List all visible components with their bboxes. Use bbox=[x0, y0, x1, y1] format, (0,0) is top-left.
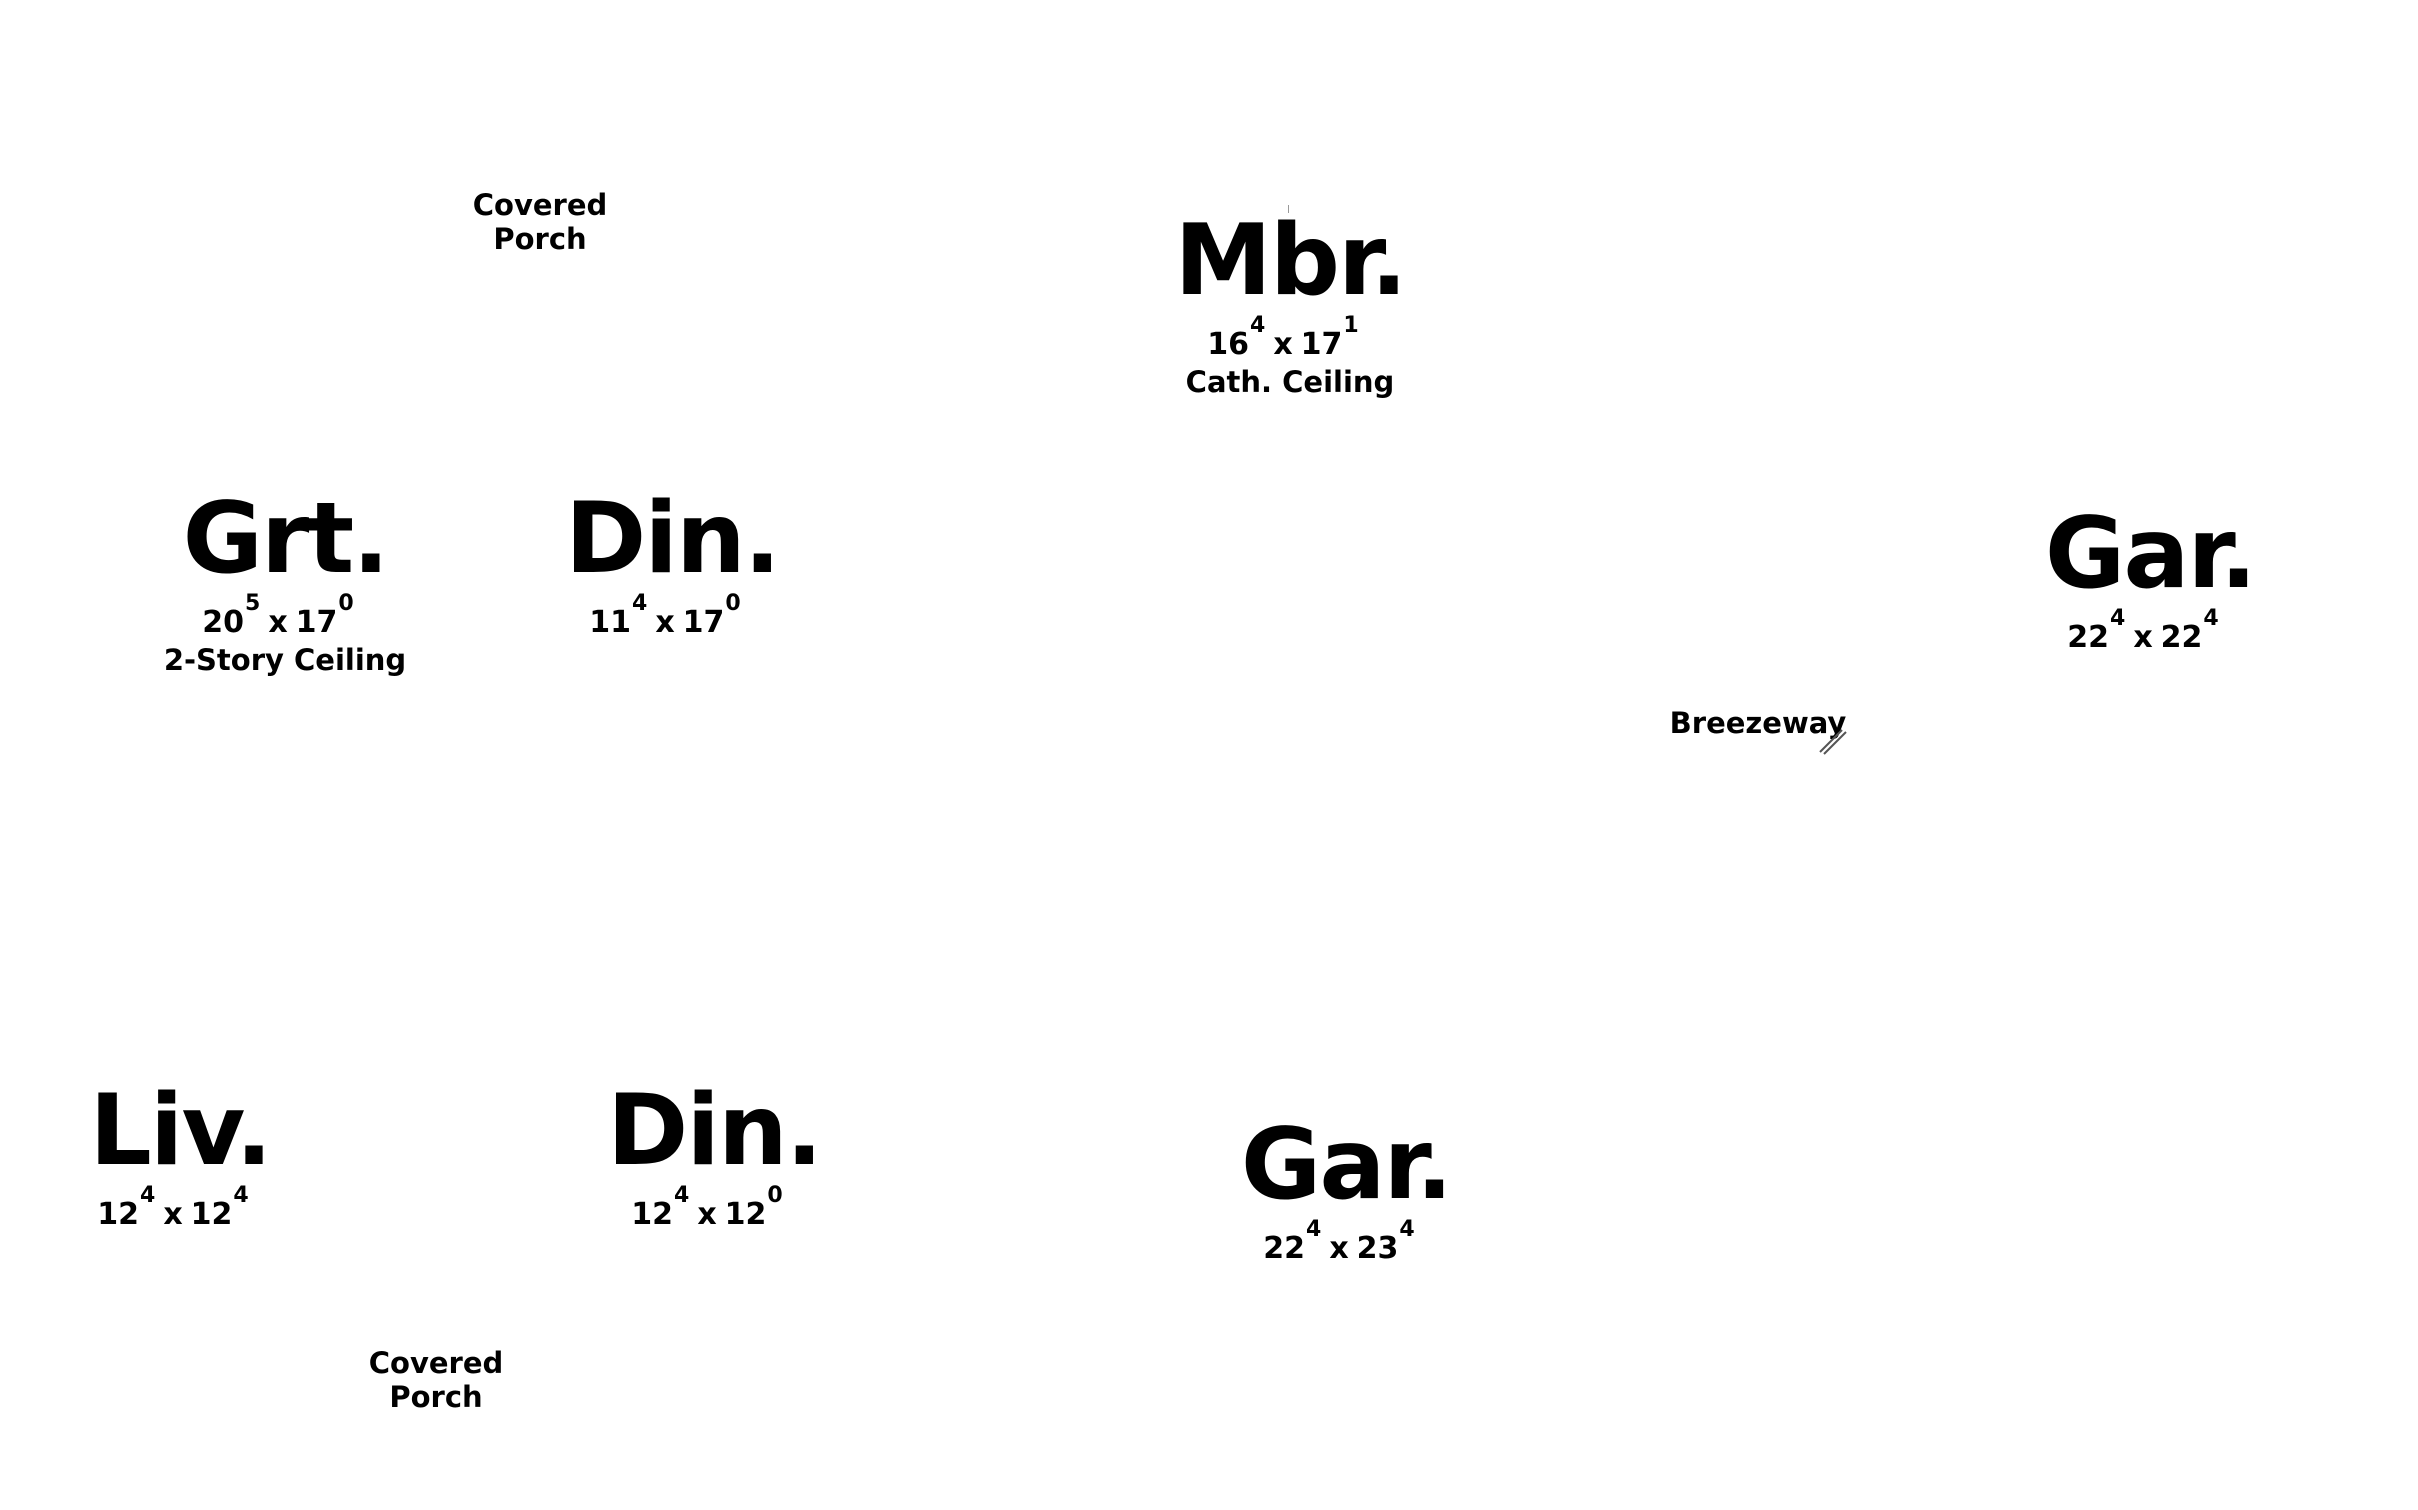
dim-width: 22 bbox=[1263, 1231, 1305, 1266]
breezeway-text: Breezeway bbox=[1669, 706, 1847, 740]
dim-depth-inches: 4 bbox=[2203, 606, 2219, 631]
dim-width-inches: 4 bbox=[2110, 606, 2126, 631]
dim-depth: 22 bbox=[2160, 620, 2203, 655]
dim-depth: 23 bbox=[1356, 1231, 1399, 1266]
dim-separator: x bbox=[697, 1197, 717, 1232]
room-note: Cath. Ceiling bbox=[1185, 365, 1395, 399]
dim-depth-inches: 0 bbox=[725, 591, 741, 616]
dim-width: 22 bbox=[2067, 620, 2109, 655]
dim-separator: x bbox=[1329, 1231, 1349, 1266]
dim-separator: x bbox=[2133, 620, 2153, 655]
room-name: Grt. bbox=[182, 482, 390, 596]
dim-depth: 12 bbox=[190, 1197, 233, 1232]
covered-porch-bottom-label: Covered Porch bbox=[369, 1346, 504, 1414]
dim-width-inches: 4 bbox=[140, 1183, 156, 1208]
breezeway-wall-mark bbox=[1819, 729, 1847, 755]
dim-depth-inches: 0 bbox=[767, 1183, 783, 1208]
covered-porch-top-line1: Covered bbox=[472, 188, 608, 222]
covered-porch-bottom-line1: Covered bbox=[368, 1346, 504, 1380]
dim-separator: x bbox=[655, 605, 675, 640]
dim-width: 11 bbox=[589, 605, 631, 640]
dim-depth-inches: 1 bbox=[1343, 313, 1359, 338]
covered-porch-bottom-line2: Porch bbox=[389, 1380, 483, 1414]
dim-width: 12 bbox=[97, 1197, 140, 1232]
dim-width-inches: 4 bbox=[632, 591, 648, 616]
dim-width: 16 bbox=[1207, 327, 1250, 362]
room-name: Liv. bbox=[89, 1074, 272, 1188]
dim-depth-inches: 4 bbox=[233, 1183, 249, 1208]
room-name: Gar. bbox=[2044, 497, 2257, 611]
dim-width-inches: 4 bbox=[1250, 313, 1266, 338]
dim-width-inches: 4 bbox=[1306, 1217, 1322, 1242]
dim-separator: x bbox=[1273, 327, 1293, 362]
dim-depth: 17 bbox=[1300, 327, 1343, 362]
mbr-tick-top bbox=[1288, 205, 1289, 213]
dim-separator: x bbox=[163, 1197, 183, 1232]
mbr-tick-bottom bbox=[1288, 382, 1289, 390]
room-name: Din. bbox=[565, 482, 781, 596]
dim-width-inches: 4 bbox=[674, 1183, 690, 1208]
dim-width: 20 bbox=[202, 605, 244, 640]
dim-width-inches: 5 bbox=[245, 591, 261, 616]
dim-depth-inches: 4 bbox=[1399, 1217, 1415, 1242]
dim-depth: 17 bbox=[682, 605, 725, 640]
breezeway-label: Breezeway bbox=[1670, 706, 1847, 740]
dim-separator: x bbox=[268, 605, 288, 640]
covered-porch-top-line2: Porch bbox=[493, 222, 587, 256]
dim-width: 12 bbox=[631, 1197, 673, 1232]
covered-porch-top-label: Covered Porch bbox=[473, 188, 608, 256]
room-name: Mbr. bbox=[1174, 204, 1407, 318]
dim-depth: 12 bbox=[724, 1197, 767, 1232]
room-name: Din. bbox=[607, 1074, 823, 1188]
room-note: 2-Story Ceiling bbox=[163, 643, 407, 677]
room-name: Gar. bbox=[1240, 1108, 1453, 1222]
dim-depth-inches: 0 bbox=[338, 591, 354, 616]
dim-depth: 17 bbox=[295, 605, 338, 640]
